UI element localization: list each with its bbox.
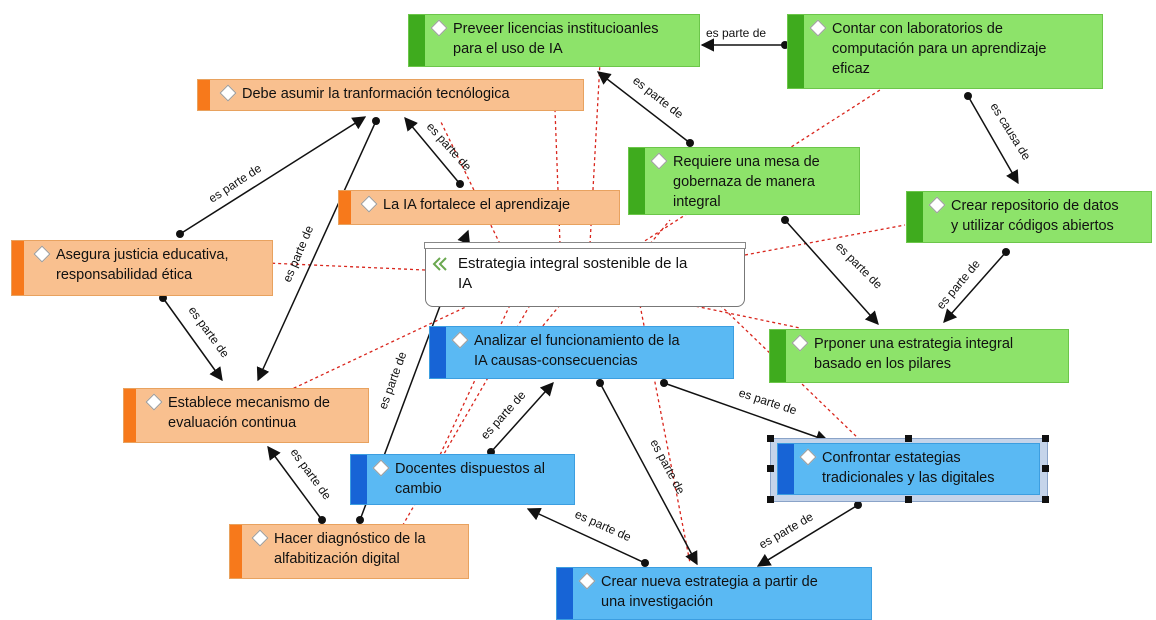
node-color-bar: [629, 148, 645, 214]
node-color-bar: [230, 525, 242, 578]
node-color-bar: [124, 389, 136, 442]
diamond-icon: [430, 19, 448, 37]
diamond-icon: [219, 84, 237, 102]
central-node[interactable]: Estrategia integral sostenible de la IA: [424, 242, 746, 307]
node-color-bar: [770, 330, 786, 382]
resize-handle[interactable]: [905, 496, 912, 503]
node-crear-repositorio[interactable]: Crear repositorio de datos y utilizar có…: [906, 191, 1152, 243]
diamond-icon: [360, 195, 378, 213]
link-label: es parte de: [186, 304, 233, 361]
node-asegura-justicia[interactable]: Asegura justicia educativa, responsabili…: [11, 240, 273, 296]
link-label: es parte de: [478, 388, 529, 442]
node-requiere-mesa[interactable]: Requiere una mesa de gobernaza de manera…: [628, 147, 860, 215]
node-color-bar: [778, 444, 794, 494]
resize-handle[interactable]: [1042, 496, 1049, 503]
node-color-bar: [12, 241, 24, 295]
node-docentes-dispuestos[interactable]: Docentes dispuestos al cambio: [350, 454, 575, 505]
node-label: Preveer licencias institucioanles para e…: [453, 21, 659, 57]
node-label: Estrategia integral sostenible de la IA: [458, 255, 688, 292]
node-establece-mecanismo[interactable]: Establece mecanismo de evaluación contin…: [123, 388, 369, 443]
node-label: Requiere una mesa de gobernaza de manera…: [673, 154, 820, 210]
diamond-icon: [33, 245, 51, 263]
diamond-icon: [251, 529, 269, 547]
node-preveer-licencias[interactable]: Preveer licencias institucioanles para e…: [408, 14, 700, 67]
node-label: Contar con laboratorios de computación p…: [832, 21, 1047, 77]
relation-arrows: [162, 38, 1019, 567]
node-label: La IA fortalece el aprendizaje: [383, 197, 571, 213]
resize-handle[interactable]: [1042, 435, 1049, 442]
resize-handle[interactable]: [767, 496, 774, 503]
node-hacer-diagnostico[interactable]: Hacer diagnóstico de la alfabitización d…: [229, 524, 469, 579]
link-label: es parte de: [934, 257, 984, 312]
node-debe-asumir[interactable]: Debe asumir la tranformación tecnólogica: [197, 79, 584, 111]
node-color-bar: [430, 327, 446, 378]
link-label: es parte de: [647, 437, 688, 497]
node-color-bar: [409, 15, 425, 66]
link-label: es parte de: [630, 73, 686, 121]
node-crear-nueva-estrategia[interactable]: Crear nueva estrategia a partir de una i…: [556, 567, 872, 620]
diamond-icon: [145, 393, 163, 411]
node-color-bar: [198, 80, 210, 110]
diamond-icon: [451, 331, 469, 349]
resize-handle[interactable]: [767, 435, 774, 442]
node-header-line: [424, 242, 746, 249]
resize-handle[interactable]: [1042, 465, 1049, 472]
node-color-bar: [788, 15, 804, 88]
link-label: es parte de: [288, 446, 335, 503]
link-label: es parte de: [424, 120, 475, 174]
diamond-icon: [578, 572, 596, 590]
node-label: Hacer diagnóstico de la alfabitización d…: [274, 531, 426, 567]
chain-links-icon: [432, 257, 447, 271]
resize-handle[interactable]: [905, 435, 912, 442]
node-label: Docentes dispuestos al cambio: [395, 461, 545, 497]
node-label: Asegura justicia educativa, responsabili…: [56, 247, 229, 283]
diamond-icon: [791, 334, 809, 352]
node-label: Confrontar estategias tradicionales y la…: [822, 450, 995, 486]
node-contar-laboratorios[interactable]: Contar con laboratorios de computación p…: [787, 14, 1103, 89]
node-ia-fortalece[interactable]: La IA fortalece el aprendizaje: [338, 190, 620, 225]
diamond-icon: [809, 19, 827, 37]
resize-handle[interactable]: [767, 465, 774, 472]
diamond-icon: [372, 459, 390, 477]
node-label: Crear repositorio de datos y utilizar có…: [951, 198, 1119, 234]
node-label: Crear nueva estrategia a partir de una i…: [601, 574, 818, 610]
link-label: es causa de: [987, 100, 1033, 163]
node-analizar-funcionamiento[interactable]: Analizar el funcionamiento de la IA caus…: [429, 326, 734, 379]
node-color-bar: [339, 191, 351, 224]
node-color-bar: [351, 455, 367, 504]
node-proponer-estrategia[interactable]: Prponer una estrategia integral basado e…: [769, 329, 1069, 383]
node-label: Analizar el funcionamiento de la IA caus…: [474, 333, 680, 369]
node-confrontar-estrategias[interactable]: Confrontar estategias tradicionales y la…: [777, 443, 1040, 495]
diamond-icon: [650, 152, 668, 170]
node-label: Prponer una estrategia integral basado e…: [814, 336, 1014, 372]
node-color-bar: [557, 568, 573, 619]
node-label: Debe asumir la tranformación tecnólogica: [242, 86, 510, 102]
diamond-icon: [799, 448, 817, 466]
link-label: es parte de: [280, 223, 316, 284]
node-color-bar: [907, 192, 923, 242]
diamond-icon: [928, 196, 946, 214]
link-label: es parte de: [757, 509, 816, 551]
link-label: es parte de: [573, 507, 634, 544]
node-label: Establece mecanismo de evaluación contin…: [168, 395, 330, 431]
link-label: es parte de: [833, 239, 886, 292]
link-label: es parte de: [706, 26, 766, 40]
